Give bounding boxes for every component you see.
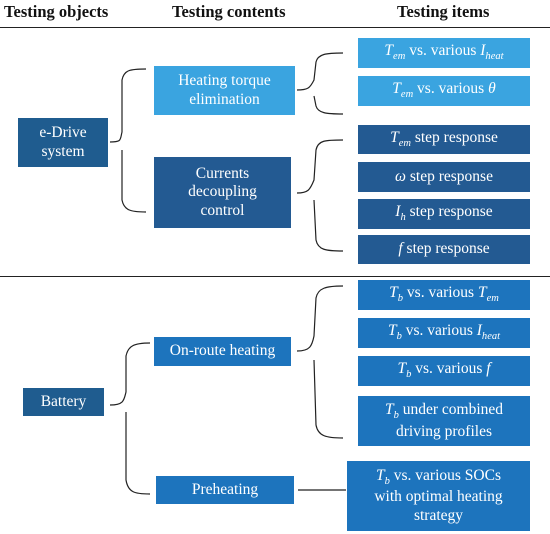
- section-divider: [0, 276, 550, 277]
- bracket-battery: [109, 342, 151, 406]
- object-edrive-label-1: e-Drive: [39, 123, 87, 141]
- content-currents-label-2: decoupling: [188, 183, 257, 201]
- content-on-route-label: On-route heating: [169, 342, 276, 360]
- item-tb-vs-f: Tb vs. various f: [358, 356, 530, 386]
- item-omega-step-response: ω step response: [358, 162, 530, 192]
- item-tem-vs-theta: Tem vs. various θ: [358, 76, 530, 106]
- item-tb-socs-line-1: Tb vs. various SOCs: [376, 466, 501, 487]
- item-tb-vs-tem: Tb vs. various Tem: [358, 280, 530, 310]
- item-tem-vs-theta-label: Tem vs. various θ: [392, 80, 496, 101]
- bracket-edrive: [109, 68, 147, 143]
- content-on-route-heating: On-route heating: [154, 337, 291, 366]
- item-tb-combined-line-2: driving profiles: [396, 422, 492, 440]
- item-ih-step-response: Ih step response: [358, 199, 530, 229]
- header-rule: [0, 27, 550, 28]
- bracket-heating-torque-lower: [313, 95, 344, 115]
- bracket-edrive-lower: [121, 150, 147, 213]
- content-heating-torque-elimination: Heating torque elimination: [154, 66, 295, 115]
- header-testing-items: Testing items: [397, 2, 490, 21]
- item-tb-socs-line-3: strategy: [413, 506, 464, 524]
- item-tb-combined-line-1: Tb under combined: [384, 400, 504, 421]
- bracket-battery-lower: [125, 412, 151, 495]
- content-currents-label-1: Currents: [195, 164, 250, 182]
- item-tem-step-label: Tem step response: [390, 128, 498, 149]
- item-tem-vs-iheat-label: Tem vs. various Iheat: [384, 42, 504, 63]
- item-tb-combined-profiles: Tb under combined driving profiles: [358, 396, 530, 446]
- item-tem-vs-iheat: Tem vs. various Iheat: [358, 38, 530, 68]
- bracket-onroute: [296, 285, 344, 352]
- content-currents-decoupling-control: Currents decoupling control: [154, 157, 291, 228]
- item-tb-vs-iheat-label: Tb vs. various Iheat: [387, 322, 501, 343]
- content-currents-label-3: control: [200, 201, 245, 219]
- object-battery: Battery: [23, 388, 104, 416]
- content-heating-torque-label-2: elimination: [189, 90, 260, 108]
- bracket-heating-torque: [296, 52, 344, 91]
- item-tb-vs-iheat: Tb vs. various Iheat: [358, 318, 530, 348]
- item-ih-step-label: Ih step response: [395, 203, 493, 224]
- item-f-step-response: f step response: [358, 235, 530, 264]
- item-omega-step-label: ω step response: [395, 167, 493, 185]
- header-testing-contents: Testing contents: [172, 2, 286, 21]
- object-edrive-system: e-Drive system: [18, 118, 108, 167]
- item-f-step-label: f step response: [398, 240, 490, 258]
- item-tb-vs-socs: Tb vs. various SOCs with optimal heating…: [347, 461, 530, 531]
- item-tb-socs-line-2: with optimal heating: [374, 488, 503, 506]
- object-edrive-label-2: system: [41, 142, 85, 160]
- object-battery-label: Battery: [40, 392, 87, 410]
- bracket-currents: [296, 139, 344, 194]
- header-testing-objects: Testing objects: [4, 2, 109, 21]
- content-preheating: Preheating: [156, 476, 294, 504]
- bracket-currents-lower: [313, 199, 344, 252]
- content-preheating-label: Preheating: [191, 480, 259, 498]
- item-tb-vs-f-label: Tb vs. various f: [397, 360, 491, 381]
- content-heating-torque-label-1: Heating torque: [178, 71, 271, 89]
- bracket-onroute-lower: [313, 359, 344, 439]
- item-tem-step-response: Tem step response: [358, 125, 530, 154]
- item-tb-vs-tem-label: Tb vs. various Tem: [389, 284, 499, 305]
